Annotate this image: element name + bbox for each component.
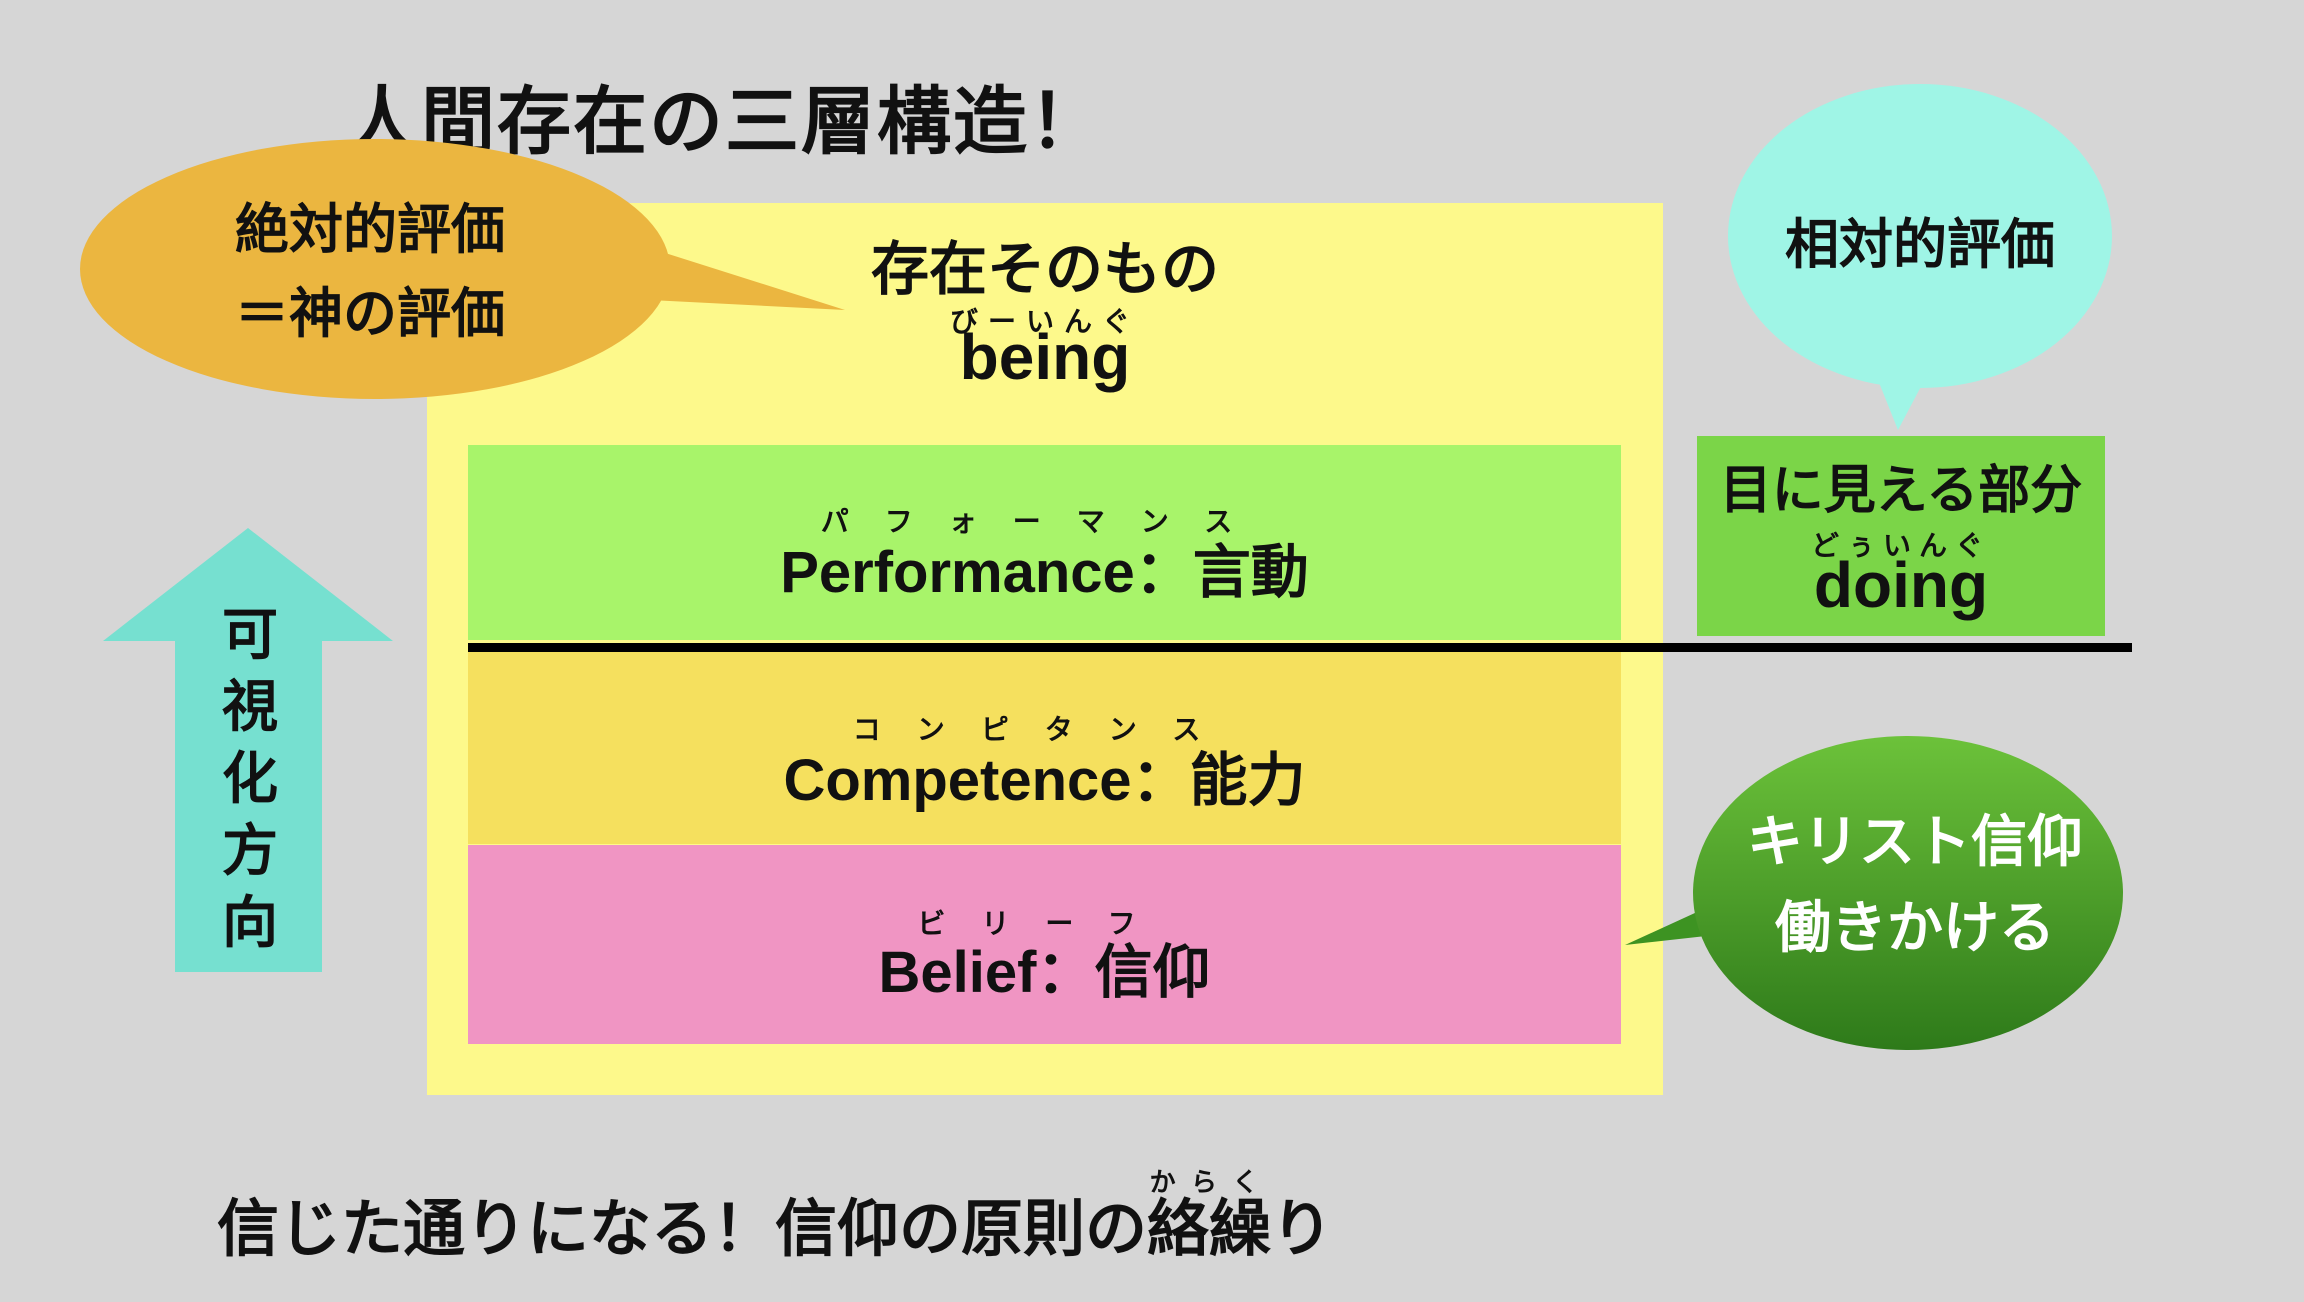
arrow-char-1: 可 [222, 603, 278, 668]
arrow-char-5: 向 [222, 891, 278, 956]
being-ruby: びーいんぐ [949, 305, 1140, 338]
bottom-ruby-base: 絡繰 [1146, 1192, 1271, 1265]
competence-layer [468, 647, 1621, 844]
belief-layer [468, 845, 1621, 1044]
performance-ruby: パフォーマンス [820, 505, 1269, 538]
competence-text: Competence：能力 [783, 748, 1306, 813]
belief-ruby: ビリーフ [917, 907, 1172, 940]
relative-eval-bubble [1728, 84, 2112, 430]
doing-box [1697, 436, 2105, 636]
absolute-eval-text: 絶対的評価 ＝神の評価 [150, 188, 590, 356]
arrow-char-4: 方 [222, 819, 278, 884]
arrow-label: 可 視 化 方 向 [205, 600, 295, 960]
relative-eval-text: 相対的評価 [1785, 213, 2055, 276]
faith-text: キリスト信仰 働きかける [1695, 800, 2135, 972]
bottom-ruby-text: からく [1146, 1168, 1271, 1198]
faith-line2: 働きかける [1775, 896, 2055, 961]
being-label: 存在そのもの [870, 235, 1219, 303]
visible-divider-line [468, 643, 2132, 652]
bottom-caption: 信じた通りになる！信仰の原則の絡繰からくり [0, 1168, 1450, 1268]
bottom-prefix: 信じた通りになる！信仰の原則の [216, 1192, 1147, 1265]
doing-label: 目に見える部分 [1719, 461, 2083, 521]
absolute-eval-line1: 絶対的評価 [235, 198, 505, 261]
faith-line1: キリスト信仰 [1747, 810, 2083, 875]
faith-bubble [1625, 736, 2123, 1050]
being-word: being [959, 321, 1131, 393]
bottom-suffix: り [1271, 1192, 1334, 1265]
performance-layer [468, 445, 1621, 640]
performance-text: Performance：言動 [780, 540, 1309, 605]
bottom-ruby-word: 絡繰からく [1146, 1168, 1271, 1265]
absolute-eval-bubble [80, 139, 845, 399]
doing-word: doing [1813, 549, 1989, 621]
arrow-char-2: 視 [222, 675, 278, 740]
doing-ruby: どぅいんぐ [1810, 529, 1991, 562]
belief-text: Belief：信仰 [878, 940, 1211, 1005]
arrow-char-3: 化 [222, 747, 278, 812]
absolute-eval-line2: ＝神の評価 [235, 282, 505, 345]
visualization-up-arrow [103, 528, 393, 972]
competence-ruby: コンピタンス [852, 713, 1237, 746]
